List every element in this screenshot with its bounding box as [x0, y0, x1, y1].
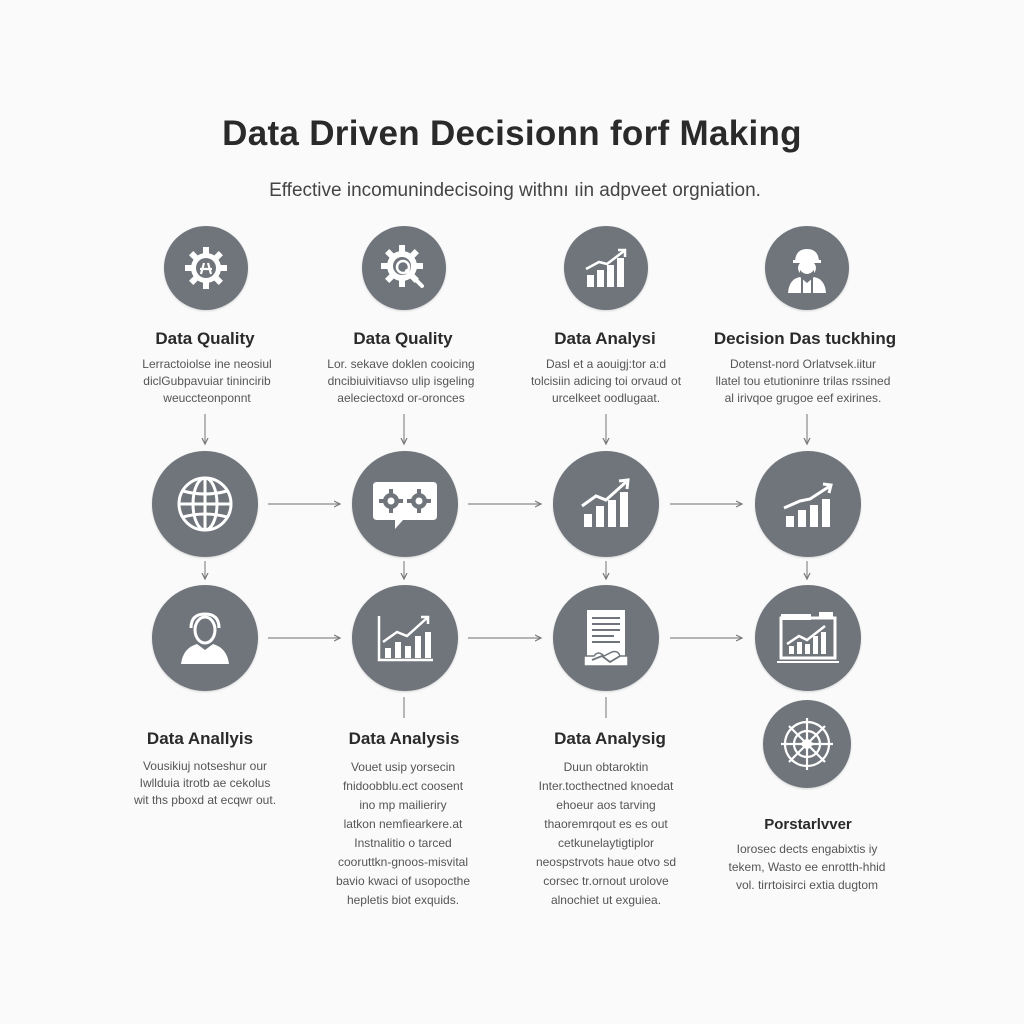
bottom-label-3: Data Analysig	[554, 729, 666, 748]
worker-icon	[765, 226, 849, 310]
top-label-3: Data Analysi	[554, 329, 656, 348]
bottom-label-4: Porstarlvver	[764, 816, 852, 833]
diagram-subtitle: Effective incomunindecisoing withnı ıin …	[269, 180, 761, 201]
gears-chat-icon	[352, 451, 458, 557]
top-label-2: Data Quality	[353, 329, 453, 348]
person-icon	[152, 585, 258, 691]
top-label-4: Decision Das tuckhing	[713, 329, 897, 348]
line-chart-icon	[352, 585, 458, 691]
gear-search-icon	[362, 226, 446, 310]
growth-chart-icon-2	[755, 451, 861, 557]
gear-tools-icon	[164, 226, 248, 310]
top-label-1: Data Quality	[155, 329, 255, 348]
diagram-title: Data Driven Decisionn forf Making	[222, 114, 802, 153]
target-icon	[763, 700, 851, 788]
document-icon	[553, 585, 659, 691]
bottom-label-1: Data Anallyis	[146, 729, 254, 748]
growth-chart-icon-1	[553, 451, 659, 557]
bar-chart-icon	[564, 226, 648, 310]
bottom-label-2: Data Analysis	[348, 729, 460, 748]
globe-icon	[152, 451, 258, 557]
dashboard-chart-icon	[755, 585, 861, 691]
